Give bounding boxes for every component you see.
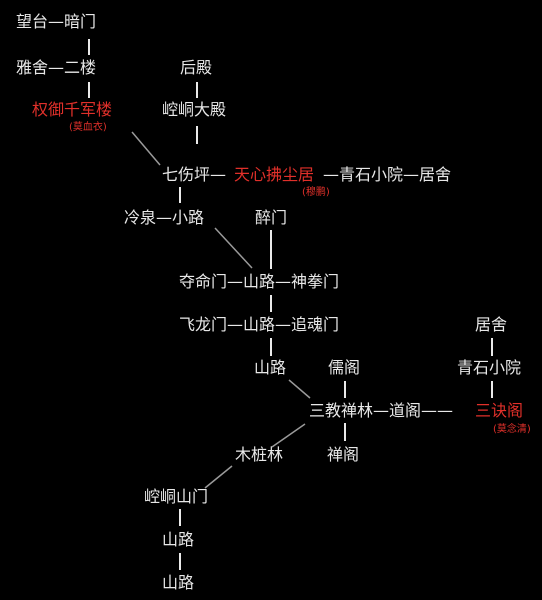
npc-note-moxueyi: (莫血衣) (69, 122, 107, 133)
node-kongtong-shanmen: 崆峒山门 (144, 487, 209, 506)
node-ruge: 儒阁 (328, 358, 361, 377)
connector (131, 131, 161, 166)
npc-note-mupeng: (穆鹏) (302, 187, 330, 198)
node-qishangping: 七伤坪— (162, 165, 227, 184)
npc-note-moniangqing: (莫念清) (493, 424, 531, 435)
node-sanjiao-chanlin-daoge: 三教禅林—道阁—— (309, 401, 454, 420)
node-shanlu-mid: 山路 (254, 358, 287, 377)
connector (214, 227, 253, 269)
node-yashe-erlou: 雅舍—二楼 (16, 58, 97, 77)
node-qingshi-xiaoyuan-east: 青石小院 (457, 358, 522, 377)
node-tianxin-fuchenju: 天心拂尘居 (234, 165, 315, 184)
node-duomingmen-shanlu-shenquanmen: 夺命门—山路—神拳门 (179, 272, 340, 291)
connector (288, 379, 311, 399)
node-lengquan-xiaolu: 冷泉—小路 (124, 208, 205, 227)
node-sanjuege: 三诀阁 (475, 401, 524, 420)
node-change: 禅阁 (327, 445, 360, 464)
node-jushe-east: 居舍 (475, 315, 508, 334)
node-kongtong-dadian: 崆峒大殿 (162, 100, 227, 119)
connector (271, 423, 306, 448)
node-qingshi-xiaoyuan-jushe: —青石小院—居舍 (323, 165, 452, 184)
node-feilongmen-shanlu-zhuihunmen: 飞龙门—山路—追魂门 (179, 315, 340, 334)
node-shanlu-bottom: 山路 (162, 573, 195, 592)
node-zuimen: 醉门 (255, 208, 288, 227)
node-quanyu-qianjunlou: 权御千军楼 (32, 100, 113, 119)
node-wangtai-anmen: 望台—暗门 (16, 12, 97, 31)
node-houdian: 后殿 (180, 58, 213, 77)
node-muzhuanglin: 木桩林 (235, 445, 284, 464)
connector (204, 465, 233, 489)
node-shanlu-lower: 山路 (162, 530, 195, 549)
